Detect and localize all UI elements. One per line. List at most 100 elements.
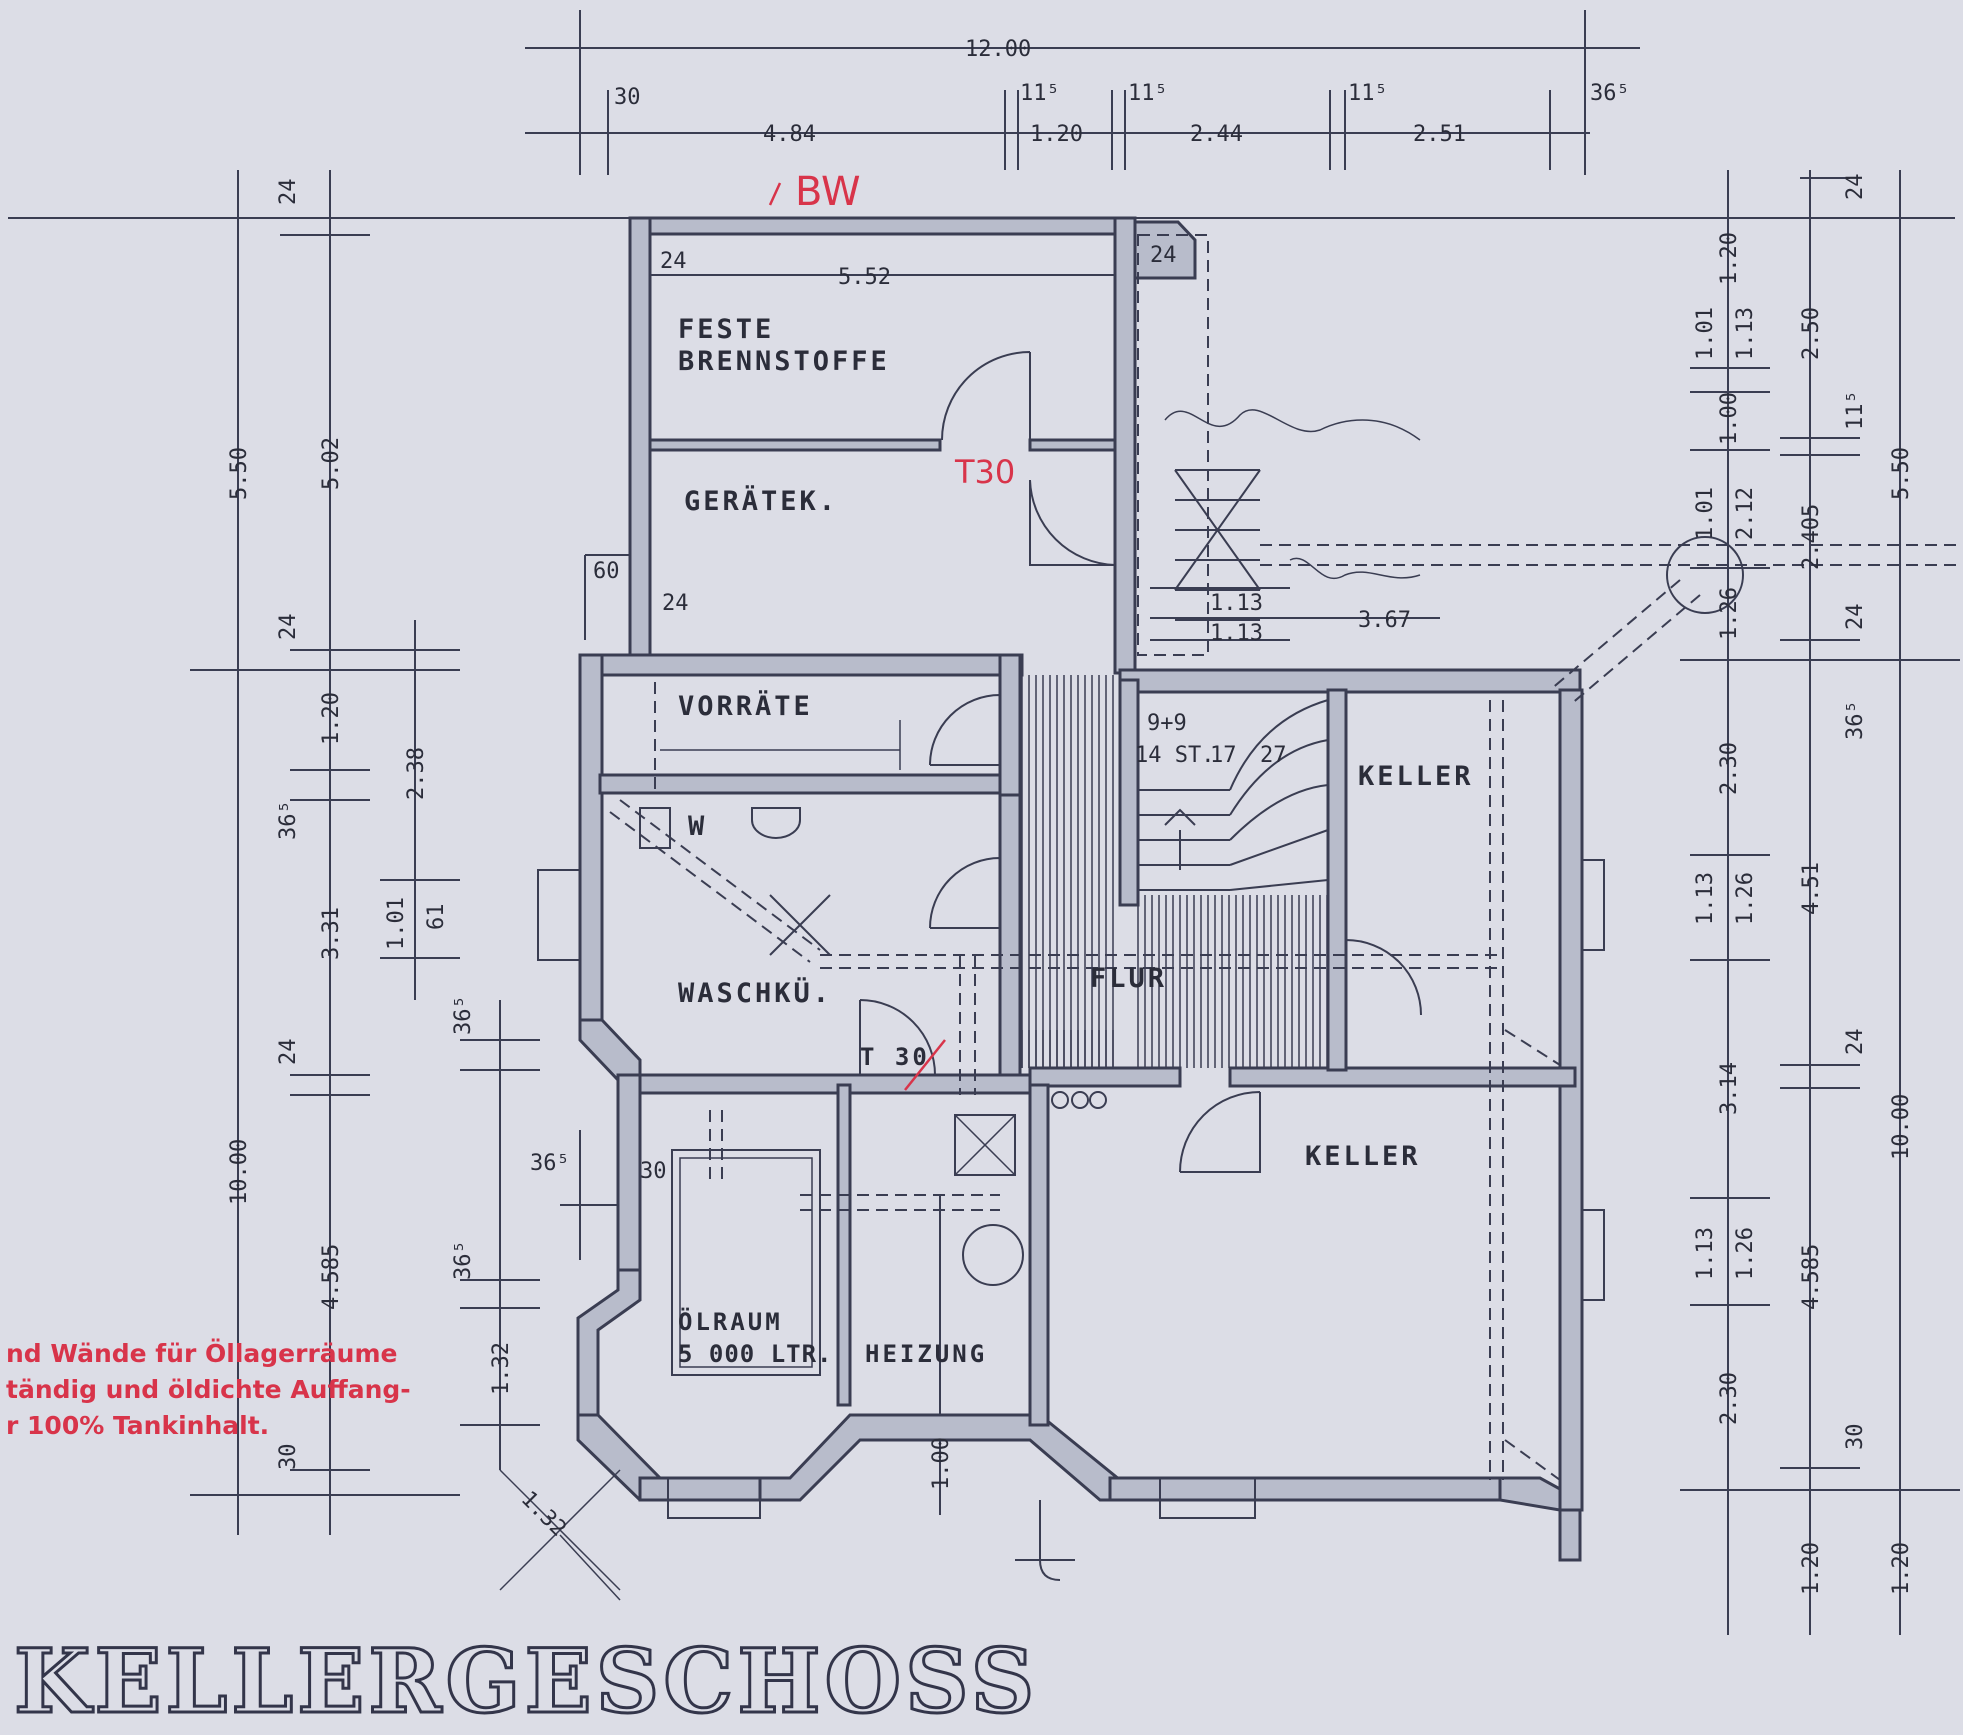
dim-right-113b: 1.13 xyxy=(1693,872,1718,925)
room-labels: FESTE BRENNSTOFFE GERÄTEK. VORRÄTE W WAS… xyxy=(678,314,1474,1368)
dim-left-1000: 10.00 xyxy=(227,1139,252,1205)
room-keller-upper: KELLER xyxy=(1358,761,1474,792)
dim-left-24c: 24 xyxy=(276,1039,301,1066)
room-oelraum-line2: 5 000 LTR. xyxy=(678,1340,833,1368)
dashed-guides xyxy=(609,682,1561,1481)
dim-right-126b: 1.26 xyxy=(1733,872,1758,925)
dim-right-230b: 2.30 xyxy=(1717,1372,1742,1425)
dim-left-61: 61 xyxy=(424,904,449,931)
dims-top: 12.00 30 4.84 11⁵ 1.20 11⁵ 2.44 11⁵ 2.51… xyxy=(614,37,1630,147)
dim-right-126c: 1.26 xyxy=(1733,1227,1758,1280)
room-flur: FLUR xyxy=(1090,963,1167,994)
dim-left-502: 5.02 xyxy=(319,437,344,490)
dim-right-113c: 1.13 xyxy=(1693,1227,1718,1280)
dim-top-115a: 11⁵ xyxy=(1020,81,1060,106)
dim-right-24b: 24 xyxy=(1843,1029,1868,1056)
dim-right-100: 1.00 xyxy=(1717,392,1742,445)
room-feste-brennstoffe-line2: BRENNSTOFFE xyxy=(678,346,890,377)
fire-door-label-upper: T30 xyxy=(954,453,1015,491)
dim-right-24top: 24 xyxy=(1843,174,1868,201)
dim-right-230a: 2.30 xyxy=(1717,742,1742,795)
dim-left-24d: 24 xyxy=(662,591,689,616)
dim-left-24a: 24 xyxy=(276,179,301,206)
dim-right-120c: 1.20 xyxy=(1889,1542,1914,1595)
dim-right-314: 3.14 xyxy=(1717,1062,1742,1115)
dim-inner-24b: 24 xyxy=(1150,243,1177,268)
dim-right-101b: 1.01 xyxy=(1693,487,1718,540)
dim-right-101a: 1.01 xyxy=(1693,307,1718,360)
dim-right-365: 36⁵ xyxy=(1843,700,1868,740)
dim-right-2405: 2.405 xyxy=(1799,504,1824,570)
dim-inner-24a: 24 xyxy=(660,249,687,274)
dim-top-115b: 11⁵ xyxy=(1128,81,1168,106)
dim-left-120: 1.20 xyxy=(319,692,344,745)
dim-inner-113b: 1.13 xyxy=(1210,621,1263,646)
dim-left-550: 5.50 xyxy=(227,447,252,500)
dim-top-244: 2.44 xyxy=(1190,122,1243,147)
dim-top-120: 1.20 xyxy=(1030,122,1083,147)
dim-left-4585: 4.585 xyxy=(319,1244,344,1310)
dim-left-365d: 36⁵ xyxy=(451,1240,476,1280)
dim-inner-30: 30 xyxy=(640,1159,667,1184)
dim-right-550: 5.50 xyxy=(1889,447,1914,500)
dims-right: 24 1.20 1.01 1.13 2.50 1.00 11⁵ 5.50 1.0… xyxy=(1693,174,1914,1596)
dim-right-1000: 10.00 xyxy=(1889,1094,1914,1160)
dim-left-238: 2.38 xyxy=(404,747,429,800)
dim-inner-100: 1.00 xyxy=(929,1437,954,1490)
stair-steps-label: 9+9 xyxy=(1147,711,1187,736)
dim-left-24b: 24 xyxy=(276,614,301,641)
stair-tread-label: 27 xyxy=(1260,743,1287,768)
annotations: BW nd Wände für Öllagerräume tändig und … xyxy=(6,169,861,1440)
dim-left-331: 3.31 xyxy=(319,907,344,960)
room-keller-lower: KELLER xyxy=(1305,1141,1421,1172)
dim-left-365c: 36⁵ xyxy=(530,1151,570,1176)
stair-hatching xyxy=(1021,675,1328,1068)
room-w: W xyxy=(688,811,707,842)
dim-left-365a: 36⁵ xyxy=(276,800,301,840)
dim-right-30: 30 xyxy=(1843,1424,1868,1451)
room-vorraete: VORRÄTE xyxy=(678,690,813,722)
stair-steps xyxy=(1138,699,1329,891)
dim-top-251: 2.51 xyxy=(1413,122,1466,147)
dim-top-484: 4.84 xyxy=(763,122,816,147)
dim-left-101: 1.01 xyxy=(384,897,409,950)
dim-top-115c: 11⁵ xyxy=(1348,81,1388,106)
note-line-3: r 100% Tankinhalt. xyxy=(6,1411,269,1440)
dim-top-overall: 12.00 xyxy=(965,37,1031,62)
dim-top-365: 36⁵ xyxy=(1590,81,1630,106)
door-swings xyxy=(639,182,1422,1286)
dim-inner-113a: 1.13 xyxy=(1210,591,1263,616)
stair-count-label: 14 ST. xyxy=(1135,743,1214,768)
door-labels: T30 T 30 xyxy=(860,453,1015,1071)
dim-right-250: 2.50 xyxy=(1799,307,1824,360)
room-feste-brennstoffe-line1: FESTE xyxy=(678,314,774,345)
bw-annotation: BW xyxy=(795,169,861,215)
dim-left-30: 30 xyxy=(276,1444,301,1471)
dims-left: 5.50 5.02 24 24 1.20 36⁵ 2.38 1.01 61 3.… xyxy=(227,179,689,1471)
fire-door-label-lower: T 30 xyxy=(860,1043,930,1071)
outdoor-stairs xyxy=(1137,234,1960,706)
room-geraetek: GERÄTEK. xyxy=(684,485,838,517)
dim-right-120b: 1.20 xyxy=(1799,1542,1824,1595)
note-line-1: nd Wände für Öllagerräume xyxy=(6,1338,397,1368)
dim-left-365b: 36⁵ xyxy=(451,995,476,1035)
dim-inner-367: 3.67 xyxy=(1358,608,1411,633)
dim-right-113a: 1.13 xyxy=(1733,307,1758,360)
walls xyxy=(576,216,1584,1562)
dim-right-451: 4.51 xyxy=(1799,862,1824,915)
note-line-2: tändig und öldichte Auffang- xyxy=(6,1375,411,1404)
plan-title: KELLERGESCHOSS xyxy=(14,1629,1038,1733)
stair-labels: 9+9 14 ST. 17 27 xyxy=(1135,711,1287,768)
stair-rise-label: 17 xyxy=(1210,743,1237,768)
dim-right-24a: 24 xyxy=(1843,604,1868,631)
dim-left-60: 60 xyxy=(593,559,620,584)
dim-right-120a: 1.20 xyxy=(1717,232,1742,285)
room-heizung: HEIZUNG xyxy=(865,1340,987,1368)
dim-right-115: 11⁵ xyxy=(1843,390,1868,430)
room-oelraum-line1: ÖLRAUM xyxy=(678,1306,783,1336)
room-waschku: WASCHKÜ. xyxy=(678,976,832,1009)
dim-inner-552: 5.52 xyxy=(838,265,891,290)
dim-right-126a: 1.26 xyxy=(1717,587,1742,640)
